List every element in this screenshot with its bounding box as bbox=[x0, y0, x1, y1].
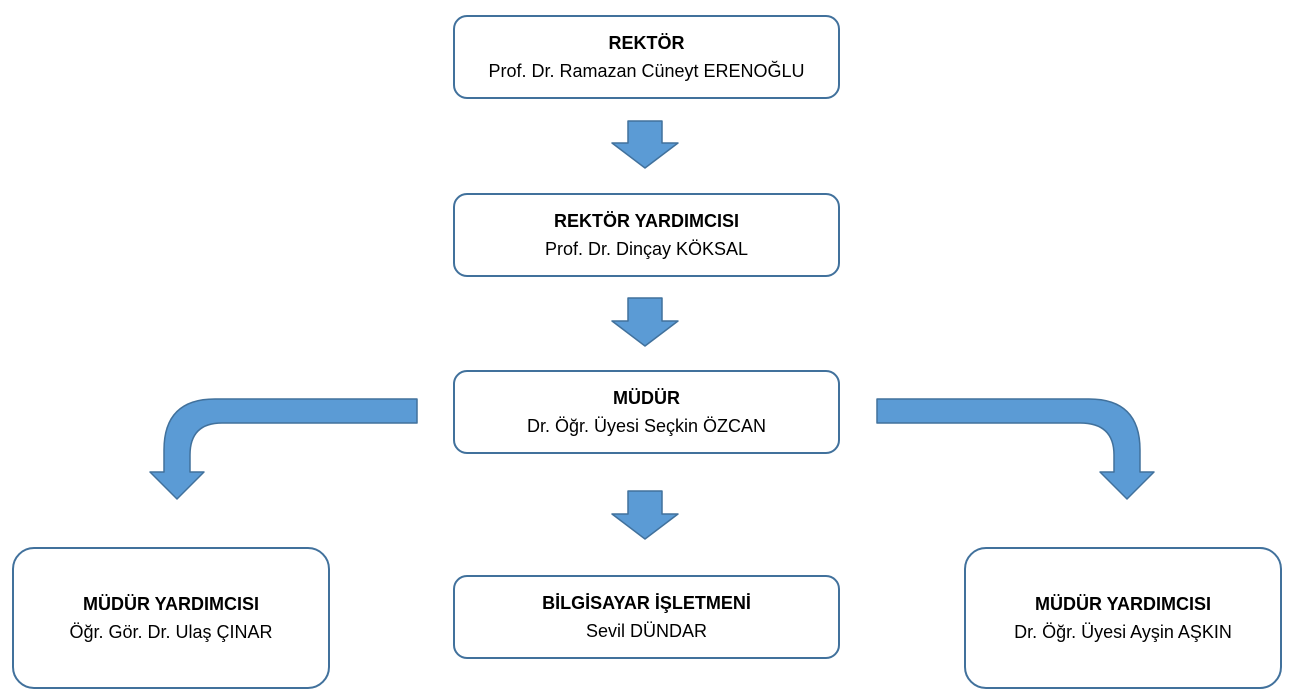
operator-title: BİLGİSAYAR İŞLETMENİ bbox=[542, 593, 751, 613]
bent-arrow-right bbox=[876, 398, 1155, 500]
vice-rector-box: REKTÖR YARDIMCISI Prof. Dr. Dinçay KÖKSA… bbox=[453, 193, 840, 277]
deputy-left-box: MÜDÜR YARDIMCISI Öğr. Gör. Dr. Ulaş ÇINA… bbox=[12, 547, 330, 689]
operator-box: BİLGİSAYAR İŞLETMENİ Sevil DÜNDAR bbox=[453, 575, 840, 659]
vice-rector-title: REKTÖR YARDIMCISI bbox=[553, 211, 740, 231]
bent-arrow-left bbox=[149, 398, 418, 500]
rector-box: REKTÖR Prof. Dr. Ramazan Cüneyt ERENOĞLU bbox=[453, 15, 840, 99]
operator-name: Sevil DÜNDAR bbox=[585, 621, 708, 641]
deputy-left-title: MÜDÜR YARDIMCISI bbox=[82, 594, 260, 614]
director-title: MÜDÜR bbox=[613, 388, 680, 408]
deputy-right-box: MÜDÜR YARDIMCISI Dr. Öğr. Üyesi Ayşin AŞ… bbox=[964, 547, 1282, 689]
down-arrow-3 bbox=[611, 490, 679, 540]
rector-title: REKTÖR bbox=[608, 33, 685, 53]
deputy-right-name: Dr. Öğr. Üyesi Ayşin AŞKIN bbox=[1014, 622, 1232, 642]
down-arrow-2 bbox=[611, 297, 679, 347]
director-box: MÜDÜR Dr. Öğr. Üyesi Seçkin ÖZCAN bbox=[453, 370, 840, 454]
deputy-left-name: Öğr. Gör. Dr. Ulaş ÇINAR bbox=[69, 622, 273, 642]
vice-rector-name: Prof. Dr. Dinçay KÖKSAL bbox=[544, 239, 749, 259]
deputy-right-title: MÜDÜR YARDIMCISI bbox=[1034, 594, 1212, 614]
down-arrow-1 bbox=[611, 120, 679, 169]
rector-name: Prof. Dr. Ramazan Cüneyt ERENOĞLU bbox=[488, 61, 805, 81]
director-name: Dr. Öğr. Üyesi Seçkin ÖZCAN bbox=[526, 416, 767, 436]
